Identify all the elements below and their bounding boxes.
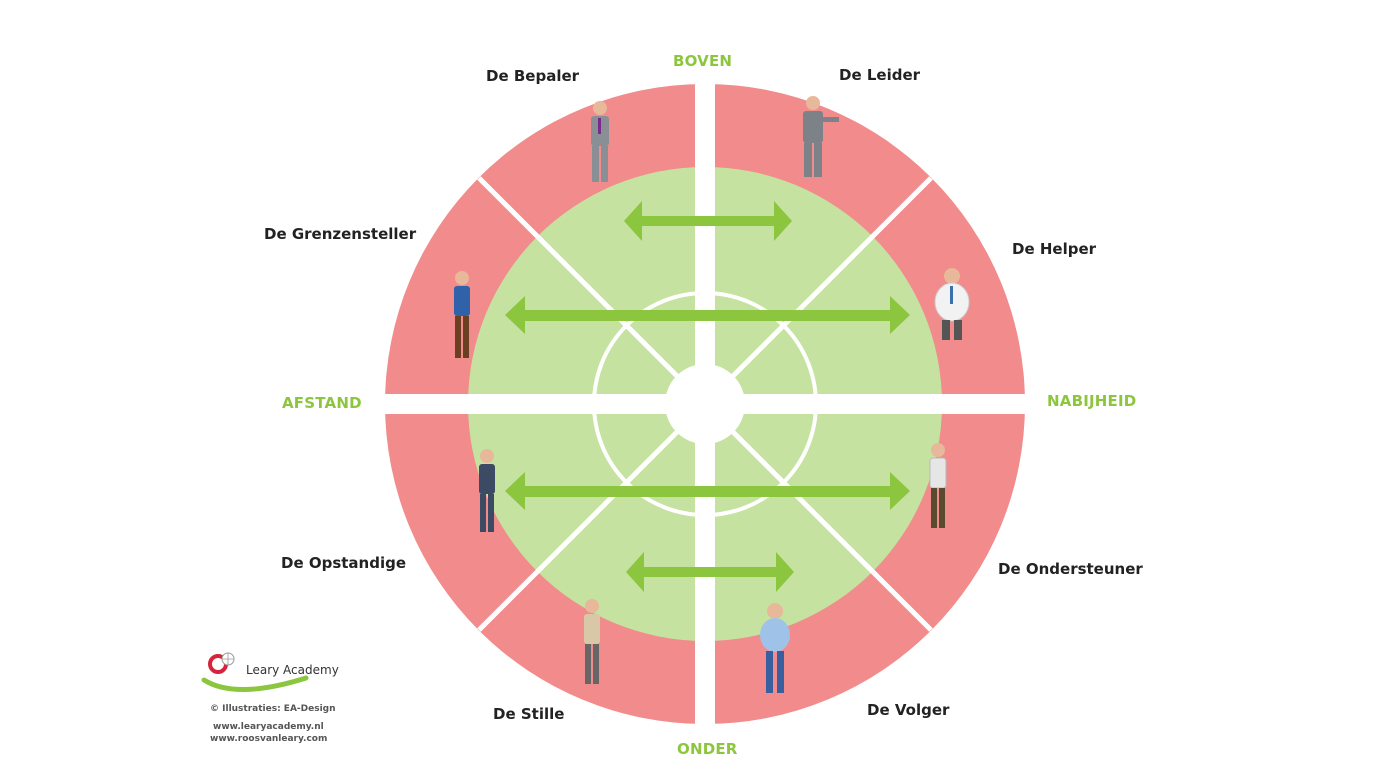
figure-helper-icon xyxy=(934,268,970,340)
axis-label-left: AFSTAND xyxy=(282,394,362,412)
figure-ondersteuner-icon xyxy=(929,443,947,528)
leary-academy-logo-icon xyxy=(201,652,309,693)
url-learyacademy: www.learyacademy.nl xyxy=(213,722,324,732)
role-label-stille: De Stille xyxy=(493,705,565,723)
figure-bepaler-icon xyxy=(591,101,609,182)
figure-grenzensteller-icon xyxy=(454,271,470,358)
url-roosvanleary: www.roosvanleary.com xyxy=(210,734,328,744)
arrow-upper-wide xyxy=(505,296,910,334)
arrow-bottom xyxy=(626,552,794,592)
logo-text: Leary Academy xyxy=(246,663,339,677)
figure-volger-icon xyxy=(760,603,790,693)
axis-label-right: NABIJHEID xyxy=(1047,392,1137,410)
figure-stille-icon xyxy=(584,599,600,684)
role-label-opstandige: De Opstandige xyxy=(281,554,407,572)
role-label-bepaler: De Bepaler xyxy=(486,67,580,85)
role-label-volger: De Volger xyxy=(867,701,950,719)
figure-leider-icon xyxy=(803,96,839,177)
arrow-lower-wide xyxy=(505,472,910,510)
role-label-ondersteuner: De Ondersteuner xyxy=(998,560,1143,578)
axis-label-bottom: ONDER xyxy=(677,740,738,758)
figure-opstandige-icon xyxy=(479,449,495,532)
arrow-top xyxy=(624,201,792,241)
axis-label-top: BOVEN xyxy=(673,52,733,70)
arrows xyxy=(505,201,910,592)
role-label-grenzensteller: De Grenzensteller xyxy=(264,225,417,243)
role-label-leider: De Leider xyxy=(839,66,921,84)
role-label-helper: De Helper xyxy=(1012,240,1097,258)
illustrations-credit: © Illustraties: EA-Design xyxy=(210,704,336,714)
center-circle xyxy=(665,364,745,444)
